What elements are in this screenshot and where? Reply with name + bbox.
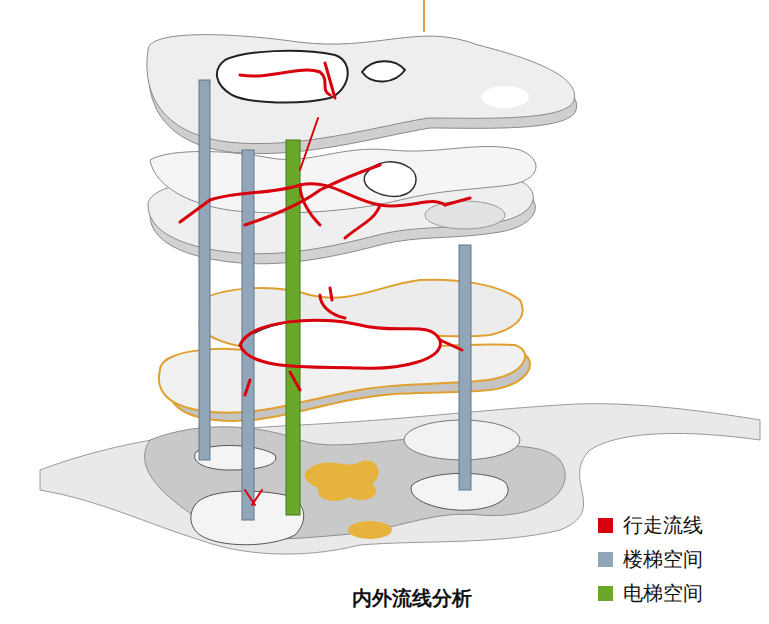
round-pavilion <box>425 201 505 229</box>
yellow-pool <box>348 521 392 539</box>
walking-routes <box>180 63 470 505</box>
walking-route <box>180 198 470 222</box>
walking-route <box>300 118 318 170</box>
walking-route <box>325 63 335 98</box>
walking-route <box>245 340 462 395</box>
elevator-column <box>286 140 300 515</box>
legend-label: 电梯空间 <box>623 580 703 607</box>
stair-columns <box>199 80 471 520</box>
stair-column <box>199 80 210 460</box>
legend-swatch <box>598 518 613 533</box>
yellow-pool <box>305 461 379 501</box>
roof-void <box>362 61 405 81</box>
guide-line <box>423 0 425 32</box>
diagram-title: 内外流线分析 <box>352 585 472 612</box>
roof-slab <box>147 35 575 144</box>
legend-item: 行走流线 <box>598 512 703 539</box>
legend-item: 楼梯空间 <box>598 546 703 573</box>
legend-item: 电梯空间 <box>598 580 703 607</box>
walking-route <box>320 288 345 318</box>
roof-void <box>217 51 348 103</box>
atrium-void <box>240 320 440 368</box>
legend-swatch <box>598 586 613 601</box>
legend-swatch <box>598 552 613 567</box>
legend-label: 楼梯空间 <box>623 546 703 573</box>
ground-plate <box>40 404 760 554</box>
legend-label: 行走流线 <box>623 512 703 539</box>
walking-route <box>245 490 262 505</box>
skylight <box>481 86 529 108</box>
stair-column <box>459 245 471 490</box>
walking-route <box>300 185 380 238</box>
walking-route <box>240 70 330 95</box>
walking-route <box>240 320 440 368</box>
